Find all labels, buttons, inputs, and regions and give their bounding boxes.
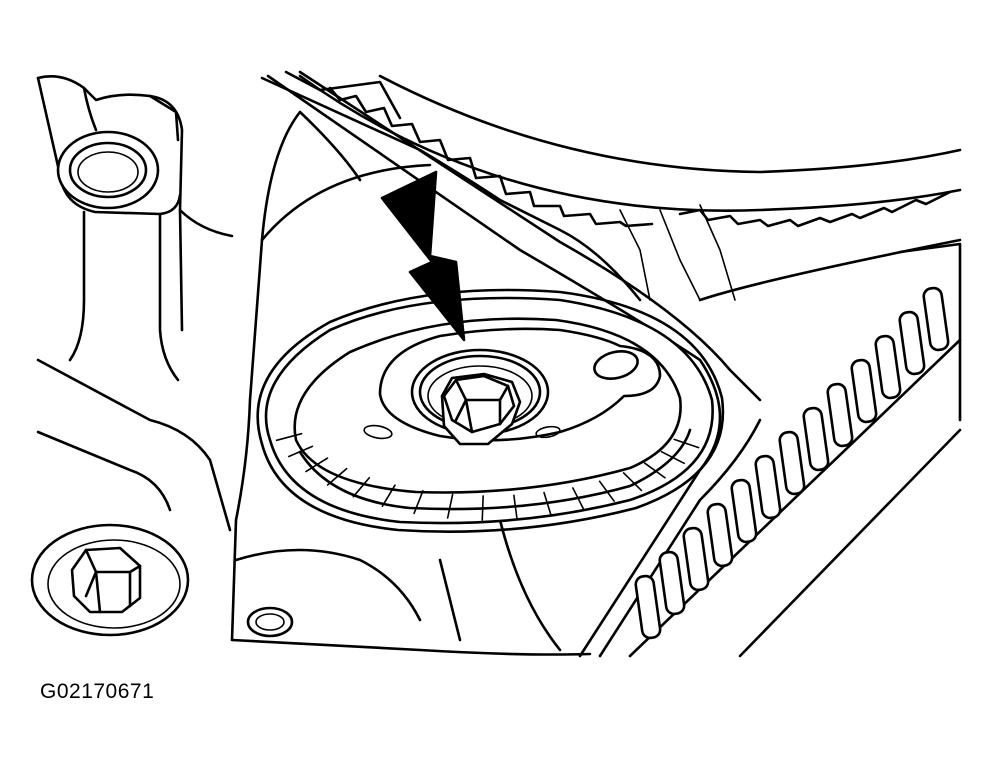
pulley-rib (287, 445, 314, 458)
belt-cog (826, 382, 854, 448)
belt-cog (658, 550, 686, 616)
lower-bracket-bolt (30, 523, 190, 637)
belt-cog (802, 406, 830, 472)
pulley-rib (481, 495, 484, 521)
indicator-arrow (380, 170, 466, 342)
pulley-rib (572, 487, 585, 511)
upper-mounting-boss (36, 75, 234, 238)
timing-belt (266, 70, 762, 658)
belt-cog (730, 478, 758, 544)
pulley-rib (643, 462, 666, 479)
figure-id-label: G02170671 (40, 680, 155, 703)
belt-cog (850, 358, 878, 424)
pulley-rib (673, 438, 700, 449)
pulley-rib (660, 450, 685, 465)
belt-cog (922, 286, 950, 352)
pulley-rib (446, 493, 454, 519)
belt-cog (634, 574, 662, 640)
belt-cog (754, 454, 782, 520)
engine-frame-left (36, 208, 232, 532)
pulley-rib (326, 467, 348, 486)
belt-cog (682, 526, 710, 592)
tensioner-bolt (410, 348, 550, 446)
belt-cog (706, 502, 734, 568)
pulley-rib (352, 476, 371, 498)
pulley-rib (622, 472, 643, 492)
camshaft-sprocket (298, 74, 962, 228)
pulley-rib (543, 491, 552, 517)
pulley-rib (513, 494, 518, 520)
belt-cog (898, 310, 926, 376)
belt-cog-group (634, 286, 950, 640)
pulley-rib (381, 484, 396, 508)
pulley-ribs (275, 432, 700, 521)
pulley-rib (598, 480, 615, 502)
pulley-rib (413, 490, 424, 515)
pulley-rib (275, 432, 303, 442)
tensioner-housing (230, 70, 642, 656)
pulley-rib (305, 457, 329, 473)
belt-cog (874, 334, 902, 400)
belt-cog (778, 430, 806, 496)
